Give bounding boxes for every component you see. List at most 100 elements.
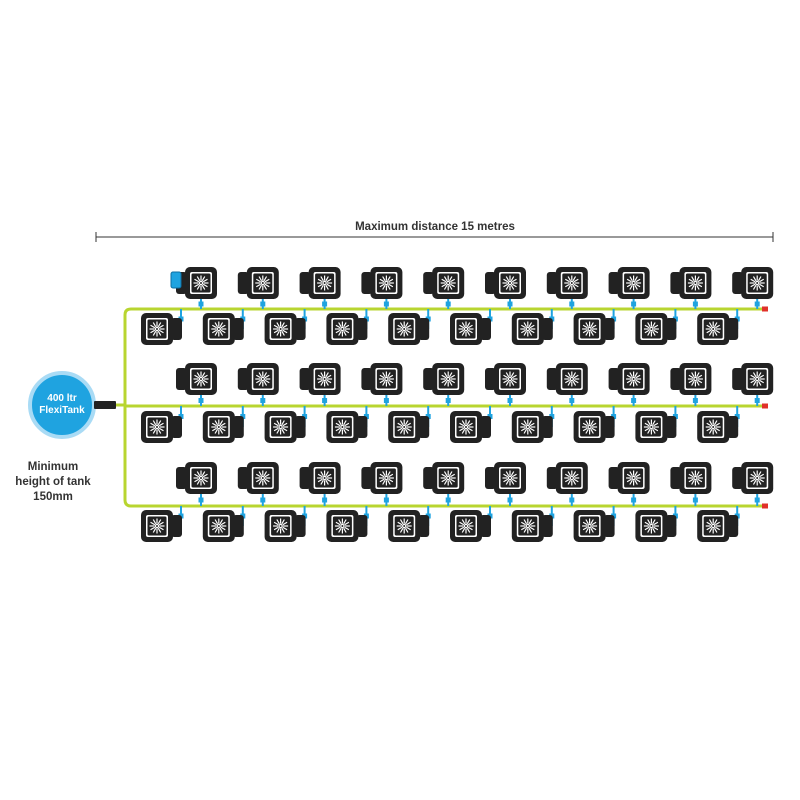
pot-icon [202,510,244,542]
pot-icon [635,411,677,443]
connector-icon [549,414,555,419]
connector-icon [754,398,760,403]
pot-icon [511,411,553,443]
pot-icon [388,411,430,443]
connector-icon [754,497,760,503]
pot-icon [361,267,403,299]
connector-icon [672,414,678,419]
pot-icon [264,510,306,542]
tank-label-line2: FlexiTank [39,405,85,416]
connector-icon [383,301,389,307]
pot-icon [423,267,465,299]
pot-icon [423,462,465,494]
end-cap-icon [762,403,768,409]
pot-icon [485,267,526,299]
tank-outlet-fitting [94,401,116,409]
pot-icon [635,313,677,345]
flexitank: 400 ltr FlexiTank [28,371,116,439]
end-cap-icon [762,306,768,312]
connector-icon [260,398,266,403]
connector-icon [507,398,513,403]
min-height-line1: Minimum [28,461,78,473]
connector-icon [569,398,575,403]
connector-icon [363,414,369,419]
pot-icon [670,462,712,494]
pot-icon [176,267,217,299]
connector-icon [240,414,246,419]
pot-icon [485,462,526,494]
pot-icon [573,411,615,443]
connector-icon [445,398,451,403]
connector-icon [692,301,698,307]
lateral-pipe [123,499,762,508]
connector-icon [569,301,575,307]
connector-icon [692,398,698,403]
connector-icon [302,414,308,419]
connector-icon [631,497,637,503]
connector-icon [445,301,451,307]
pot-icon [141,411,182,443]
connector-icon [322,497,328,503]
pot-icon [608,267,650,299]
lateral-pipe [123,307,762,316]
connector-icon [198,497,204,503]
pot-icon [326,313,368,345]
pot-icon [176,363,217,395]
pot-icon [423,363,465,395]
pot-icon [299,363,341,395]
pot-icon [732,267,774,299]
connector-icon [322,301,328,307]
pots [141,267,774,542]
connector-icon [178,414,184,419]
pot-icon [264,313,306,345]
pot-icon [326,510,368,542]
pot-icon [546,363,588,395]
pot-icon [202,411,244,443]
pot-icon [608,462,650,494]
pot-icon [697,411,739,443]
connector-icon [754,301,760,307]
pot-icon [141,313,182,345]
pot-icon [388,313,430,345]
pot-icon [732,462,774,494]
min-height-note: Minimum height of tank 150mm [15,461,91,503]
pot-icon [546,462,588,494]
pot-icon [635,510,677,542]
connector-icon [734,414,740,419]
pot-icon [511,313,553,345]
pot-icon [670,363,712,395]
distance-label: Maximum distance 15 metres [355,221,515,233]
connector-icon [425,414,431,419]
min-height-line3: 150mm [33,491,73,503]
connector-icon [611,414,617,419]
pot-icon [450,313,491,345]
pot-icon [176,462,217,494]
connector-icon [260,497,266,503]
tank-label-line1: 400 ltr [47,393,77,404]
connector-icon [198,398,204,403]
connector-icon [569,497,575,503]
pot-icon [237,363,279,395]
pot-icon [450,411,491,443]
connector-icon [322,398,328,403]
pot-icon [299,267,341,299]
connector-icon [692,497,698,503]
pot-icon [450,510,491,542]
pot-icon [546,267,588,299]
pot-icon [697,313,739,345]
pot-icon [361,363,403,395]
pot-icon [141,510,182,542]
pot-icon [670,267,712,299]
pot-icon [573,510,615,542]
pot-icon [299,462,341,494]
pot-icon [511,510,553,542]
pot-icon [202,313,244,345]
connector-icon [445,497,451,503]
end-cap-icon [762,503,768,509]
pot-icon [237,462,279,494]
connector-icon [507,301,513,307]
pot-icon [573,313,615,345]
distance-dimension: Maximum distance 15 metres [95,221,774,242]
connector-icon [383,398,389,403]
